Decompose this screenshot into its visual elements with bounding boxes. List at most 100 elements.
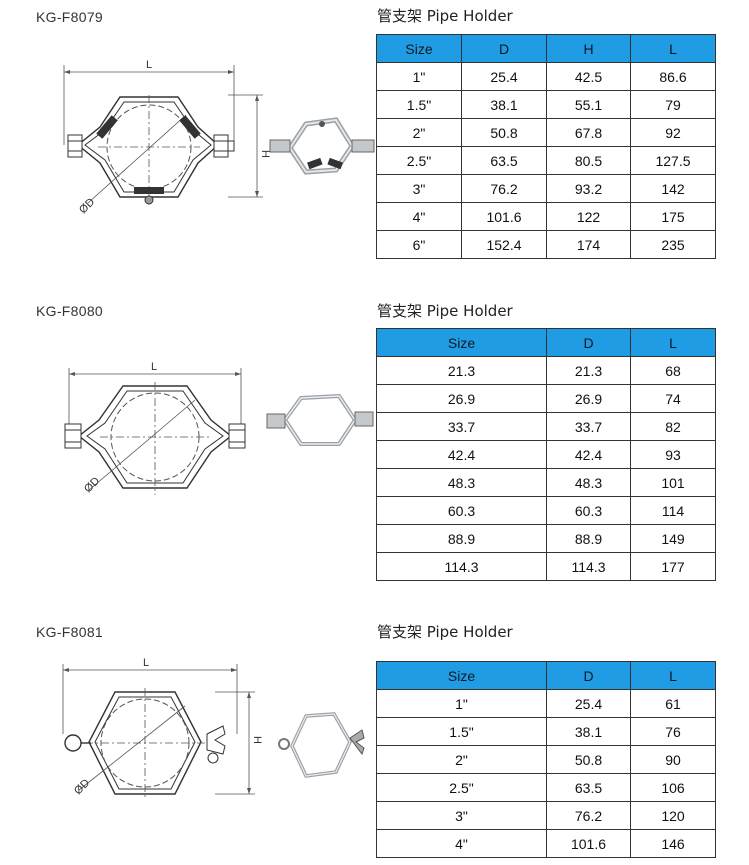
- table-cell: 74: [630, 384, 716, 413]
- table-cell: 2.5": [376, 146, 462, 175]
- model-code: KG-F8079: [36, 9, 103, 25]
- table-cell: 175: [630, 202, 716, 231]
- table-cell: 55.1: [546, 90, 631, 119]
- model-code: KG-F8081: [36, 624, 103, 640]
- table-cell: 3": [376, 801, 547, 830]
- table-cell: 26.9: [376, 384, 547, 413]
- table-cell: 174: [546, 230, 631, 259]
- table-cell: 3": [376, 174, 462, 203]
- table-cell: 2": [376, 745, 547, 774]
- table-cell: 38.1: [461, 90, 547, 119]
- table-cell: 101: [630, 468, 716, 497]
- table-cell: 149: [630, 524, 716, 553]
- table-cell: 90: [630, 745, 716, 774]
- column-header: Size: [376, 34, 462, 63]
- table-cell: 4": [376, 202, 462, 231]
- table-cell: 92: [630, 118, 716, 147]
- table-cell: 1": [376, 689, 547, 718]
- table-cell: 48.3: [376, 468, 547, 497]
- table-cell: 61: [630, 689, 716, 718]
- column-header: L: [630, 34, 716, 63]
- column-header: D: [461, 34, 547, 63]
- table-cell: 2.5": [376, 773, 547, 802]
- product-photo-sketch: [266, 393, 374, 446]
- model-code: KG-F8080: [36, 303, 103, 319]
- table-cell: 152.4: [461, 230, 547, 259]
- table-cell: 33.7: [376, 412, 547, 441]
- length-label: L: [151, 361, 157, 373]
- table-cell: 101.6: [546, 829, 631, 858]
- table-cell: 48.3: [546, 468, 631, 497]
- column-header: L: [630, 328, 716, 357]
- table-cell: 79: [630, 90, 716, 119]
- table-cell: 42.5: [546, 62, 631, 91]
- table-cell: 50.8: [546, 745, 631, 774]
- table-header-row: Size D L: [376, 661, 716, 690]
- table-cell: 60.3: [376, 496, 547, 525]
- diameter-label: ØD: [82, 475, 102, 495]
- table-cell: 146: [630, 829, 716, 858]
- column-header: D: [546, 661, 631, 690]
- table-cell: 88.9: [546, 524, 631, 553]
- table-cell: 88.9: [376, 524, 547, 553]
- table-cell: 114.3: [546, 552, 631, 581]
- product-photo-sketch: [278, 712, 365, 778]
- table-cell: 76: [630, 717, 716, 746]
- table-cell: 2": [376, 118, 462, 147]
- table-cell: 76.2: [546, 801, 631, 830]
- section-heading: 管支架 Pipe Holder: [377, 623, 513, 641]
- column-header: H: [546, 34, 631, 63]
- table-cell: 38.1: [546, 717, 631, 746]
- product-photo-sketch: [269, 117, 375, 175]
- table-cell: 86.6: [630, 62, 716, 91]
- table-cell: 1.5": [376, 90, 462, 119]
- table-cell: 6": [376, 230, 462, 259]
- table-cell: 80.5: [546, 146, 631, 175]
- column-header: L: [630, 661, 716, 690]
- table-cell: 63.5: [546, 773, 631, 802]
- technical-drawing: L H ØD: [62, 657, 263, 800]
- section-heading: 管支架 Pipe Holder: [377, 7, 513, 25]
- table-cell: 82: [630, 412, 716, 441]
- table-cell: 93.2: [546, 174, 631, 203]
- table-cell: 114.3: [376, 552, 547, 581]
- length-label: L: [143, 657, 149, 669]
- table-cell: 106: [630, 773, 716, 802]
- table-header-row: Size D H L: [376, 34, 716, 63]
- table-cell: 68: [630, 356, 716, 385]
- table-cell: 1": [376, 62, 462, 91]
- table-cell: 26.9: [546, 384, 631, 413]
- table-cell: 122: [546, 202, 631, 231]
- table-cell: 142: [630, 174, 716, 203]
- table-cell: 114: [630, 496, 716, 525]
- length-label: L: [146, 59, 152, 71]
- column-header: Size: [376, 328, 547, 357]
- table-header-row: Size D L: [376, 328, 716, 357]
- diameter-label: ØD: [72, 777, 92, 797]
- table-cell: 60.3: [546, 496, 631, 525]
- table-cell: 42.4: [546, 440, 631, 469]
- table-cell: 76.2: [461, 174, 547, 203]
- diameter-label: ØD: [77, 196, 97, 216]
- table-cell: 42.4: [376, 440, 547, 469]
- column-header: D: [546, 328, 631, 357]
